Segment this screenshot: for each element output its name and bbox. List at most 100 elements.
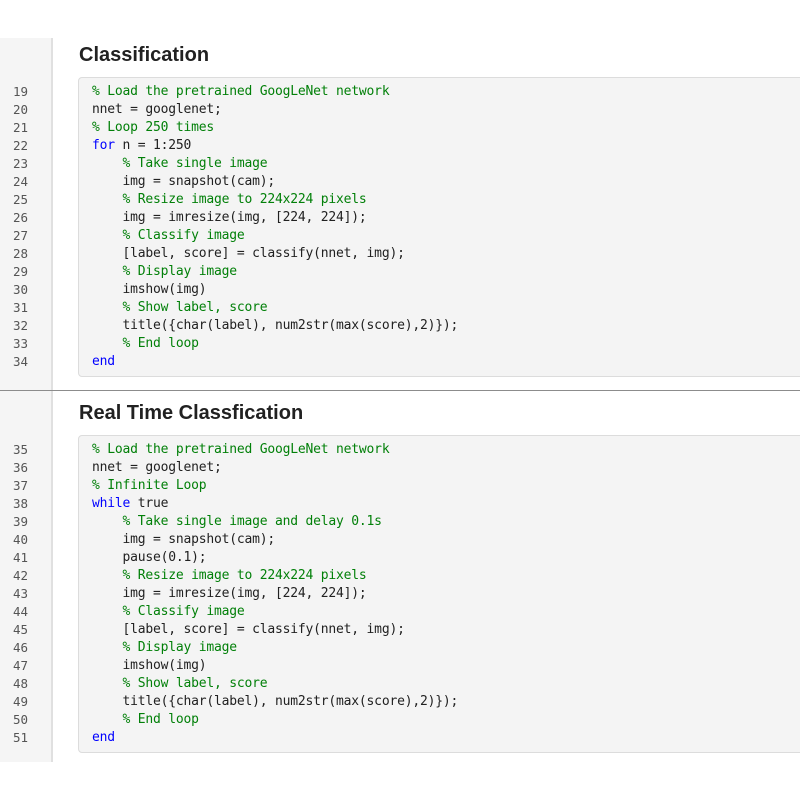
code-line[interactable]: imshow(img) <box>92 281 207 299</box>
keyword: end <box>92 730 115 745</box>
comment: % Resize image to 224x224 pixels <box>92 192 367 207</box>
code-line[interactable]: % Take single image and delay 0.1s <box>92 513 383 531</box>
code-text: img = imresize(img, [224, 224]); <box>92 210 367 225</box>
code-text: img = snapshot(cam); <box>92 532 276 547</box>
line-number: 39 <box>12 514 28 529</box>
keyword: end <box>92 354 115 369</box>
code-line[interactable]: % Take single image <box>92 155 268 173</box>
comment: % Classify image <box>92 604 245 619</box>
comment: % Show label, score <box>92 300 268 315</box>
code-line[interactable]: title({char(label), num2str(max(score),2… <box>92 693 459 711</box>
code-text: imshow(img) <box>92 658 207 673</box>
code-line[interactable]: % End loop <box>92 335 199 353</box>
code-line[interactable]: end <box>92 729 115 747</box>
code-text: pause(0.1); <box>92 550 207 565</box>
code-line[interactable]: title({char(label), num2str(max(score),2… <box>92 317 459 335</box>
line-number: 25 <box>12 192 28 207</box>
line-number: 21 <box>12 120 28 135</box>
keyword: while <box>92 496 131 511</box>
code-line[interactable]: img = snapshot(cam); <box>92 173 276 191</box>
line-number: 28 <box>12 246 28 261</box>
code-line[interactable]: % Show label, score <box>92 299 268 317</box>
comment: % Display image <box>92 640 238 655</box>
code-line[interactable]: end <box>92 353 115 371</box>
code-line[interactable]: pause(0.1); <box>92 549 207 567</box>
line-number-gutter <box>0 38 53 762</box>
code-block-real-time[interactable]: % Load the pretrained GoogLeNet network n… <box>78 435 800 753</box>
comment: % Display image <box>92 264 238 279</box>
line-number: 50 <box>12 712 28 727</box>
code-line[interactable]: % Classify image <box>92 227 245 245</box>
comment: % Loop 250 times <box>92 120 215 135</box>
code-text: img = imresize(img, [224, 224]); <box>92 586 367 601</box>
line-number: 38 <box>12 496 28 511</box>
line-number: 24 <box>12 174 28 189</box>
line-number: 47 <box>12 658 28 673</box>
code-line[interactable]: imshow(img) <box>92 657 207 675</box>
code-line[interactable]: img = imresize(img, [224, 224]); <box>92 209 367 227</box>
code-text: title({char(label), num2str(max(score),2… <box>92 694 459 709</box>
comment: % End loop <box>92 336 199 351</box>
comment: % Classify image <box>92 228 245 243</box>
comment: % Show label, score <box>92 676 268 691</box>
line-number: 37 <box>12 478 28 493</box>
code-line[interactable]: % Show label, score <box>92 675 268 693</box>
code-line[interactable]: nnet = googlenet; <box>92 101 222 119</box>
line-number: 27 <box>12 228 28 243</box>
line-number: 26 <box>12 210 28 225</box>
comment: % End loop <box>92 712 199 727</box>
code-line[interactable]: % Display image <box>92 263 238 281</box>
code-text: imshow(img) <box>92 282 207 297</box>
line-number: 33 <box>12 336 28 351</box>
line-number: 51 <box>12 730 28 745</box>
code-text: [label, score] = classify(nnet, img); <box>92 622 405 637</box>
code-line[interactable]: nnet = googlenet; <box>92 459 222 477</box>
comment: % Infinite Loop <box>92 478 207 493</box>
code-block-classification[interactable]: % Load the pretrained GoogLeNet network n… <box>78 77 800 377</box>
code-line[interactable]: % Resize image to 224x224 pixels <box>92 567 367 585</box>
line-number: 34 <box>12 354 28 369</box>
line-number: 46 <box>12 640 28 655</box>
code-line[interactable]: % Display image <box>92 639 238 657</box>
line-number: 29 <box>12 264 28 279</box>
section-divider <box>0 390 800 391</box>
code-line[interactable]: % Loop 250 times <box>92 119 214 137</box>
line-number: 43 <box>12 586 28 601</box>
line-number: 30 <box>12 282 28 297</box>
code-line[interactable]: while true <box>92 495 168 513</box>
line-number: 31 <box>12 300 28 315</box>
line-number: 40 <box>12 532 28 547</box>
line-number: 19 <box>12 84 28 99</box>
line-number: 20 <box>12 102 28 117</box>
code-line[interactable]: % Load the pretrained GoogLeNet network <box>92 83 390 101</box>
code-text: nnet = googlenet; <box>92 102 222 117</box>
code-line[interactable]: % Resize image to 224x224 pixels <box>92 191 367 209</box>
line-number: 41 <box>12 550 28 565</box>
code-line[interactable]: % End loop <box>92 711 199 729</box>
line-number: 44 <box>12 604 28 619</box>
keyword: for <box>92 138 115 153</box>
code-line[interactable]: % Classify image <box>92 603 245 621</box>
code-text: nnet = googlenet; <box>92 460 222 475</box>
code-text: true <box>130 496 169 511</box>
code-line[interactable]: for n = 1:250 <box>92 137 191 155</box>
line-number: 22 <box>12 138 28 153</box>
line-number: 48 <box>12 676 28 691</box>
line-number: 42 <box>12 568 28 583</box>
comment: % Load the pretrained GoogLeNet network <box>92 84 390 99</box>
comment: % Load the pretrained GoogLeNet network <box>92 442 390 457</box>
line-number: 23 <box>12 156 28 171</box>
line-number: 49 <box>12 694 28 709</box>
code-text: [label, score] = classify(nnet, img); <box>92 246 405 261</box>
code-line[interactable]: [label, score] = classify(nnet, img); <box>92 245 405 263</box>
comment: % Take single image and delay 0.1s <box>92 514 383 529</box>
line-number: 45 <box>12 622 28 637</box>
code-line[interactable]: [label, score] = classify(nnet, img); <box>92 621 405 639</box>
line-number: 36 <box>12 460 28 475</box>
code-line[interactable]: % Infinite Loop <box>92 477 207 495</box>
code-line[interactable]: img = imresize(img, [224, 224]); <box>92 585 367 603</box>
line-number: 35 <box>12 442 28 457</box>
code-line[interactable]: % Load the pretrained GoogLeNet network <box>92 441 390 459</box>
code-line[interactable]: img = snapshot(cam); <box>92 531 276 549</box>
section-heading-classification: Classification <box>79 44 210 66</box>
